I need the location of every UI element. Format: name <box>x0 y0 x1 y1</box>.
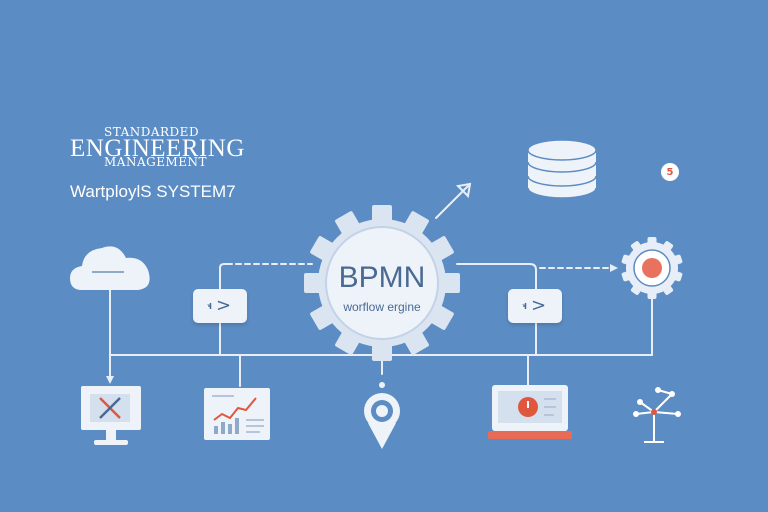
bpmn-engine-gear[interactable]: BPMN worflow ergine <box>300 201 464 365</box>
gear-tooth <box>372 205 392 223</box>
step-label: ͮI <box>208 301 212 311</box>
gear-tooth <box>304 273 322 293</box>
engine-subtitle: worflow ergine <box>342 300 421 314</box>
engine-title: BPMN <box>339 261 426 294</box>
header-line2: ENGINEERING <box>70 135 245 162</box>
database-icon <box>527 139 597 199</box>
network-tree-icon[interactable] <box>630 384 686 446</box>
monitor-icon[interactable] <box>80 384 142 448</box>
gear-tooth <box>442 273 460 293</box>
chevron-right-icon: > <box>215 295 232 316</box>
chevron-right-icon: > <box>530 295 547 316</box>
chart-document-icon[interactable] <box>204 388 272 442</box>
laptop-icon[interactable] <box>488 385 572 443</box>
gear-tooth <box>372 343 392 361</box>
cloud-icon <box>70 246 150 290</box>
notification-badge: 5 <box>661 163 679 181</box>
header-line1: STANDARDED <box>104 125 200 139</box>
step-box-right[interactable]: ͮI > <box>508 289 562 323</box>
step-box-left[interactable]: ͮI > <box>193 289 247 323</box>
step-label: ͮI <box>523 301 527 311</box>
header-line3: MANAGEMENT <box>104 155 208 169</box>
header-subtitle: WartploylS SYSTEM7 <box>70 182 236 201</box>
location-pin-icon[interactable] <box>362 373 402 453</box>
target-gear-icon[interactable] <box>616 232 688 304</box>
